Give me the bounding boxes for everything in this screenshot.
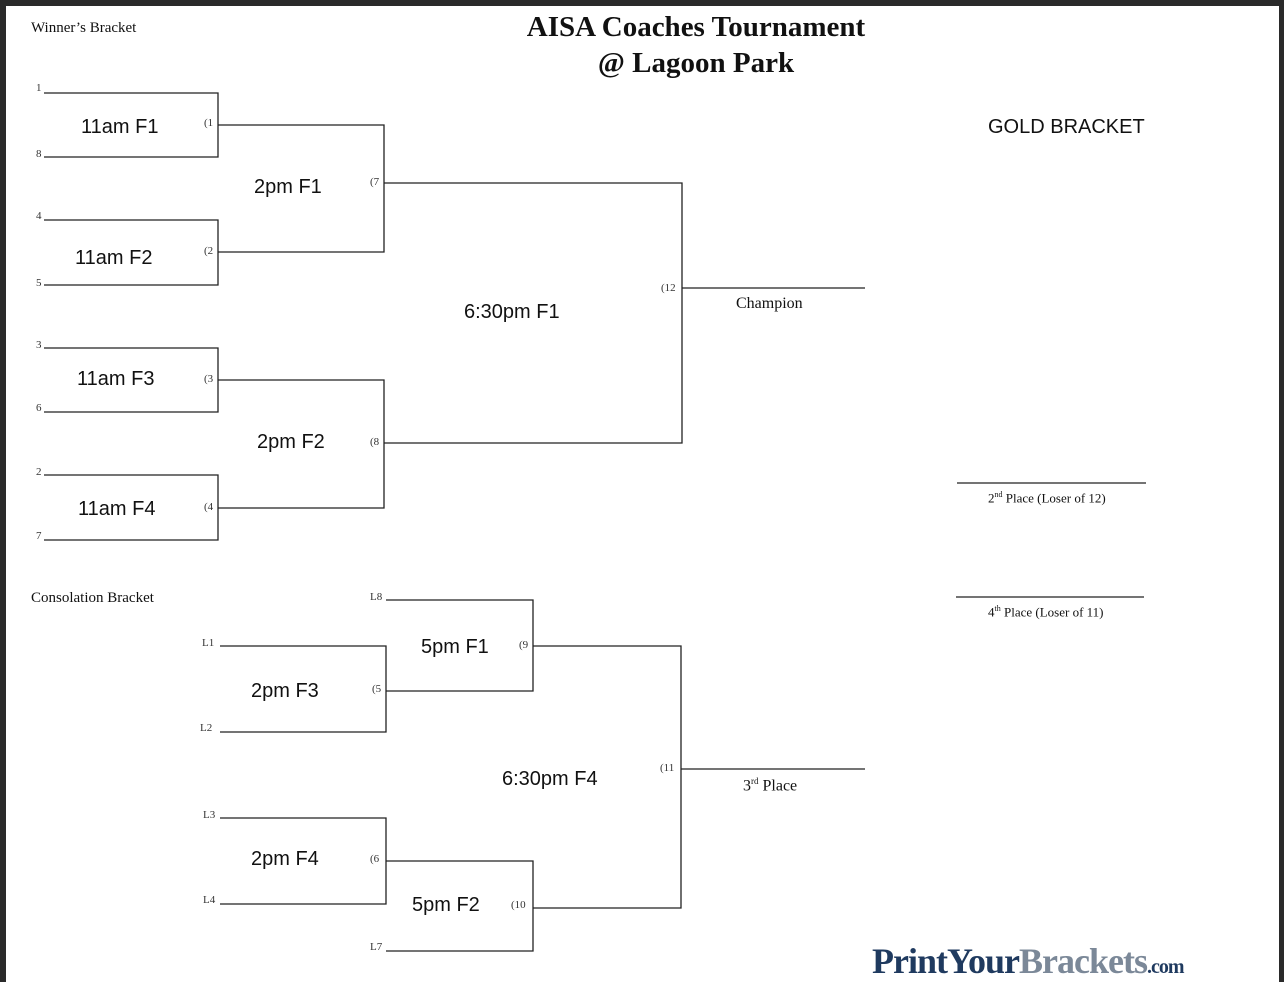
loser-label: L2 xyxy=(200,722,213,734)
loser-label: L7 xyxy=(370,941,383,953)
bracket-line xyxy=(218,124,385,253)
game-number: (2 xyxy=(204,245,214,257)
tournament-title: AISA Coaches Tournament xyxy=(526,11,866,43)
seed-label: 3 xyxy=(36,339,42,351)
bracket-line xyxy=(533,645,682,909)
gold-bracket-label: GOLD BRACKET xyxy=(988,116,1145,138)
loser-label: L1 xyxy=(202,637,215,649)
bracket-line xyxy=(386,860,534,952)
game-number: (1 xyxy=(204,117,214,129)
game-label: 11am F3 xyxy=(77,368,155,390)
window-frame-right xyxy=(1279,0,1284,982)
printyourbrackets-logo: PrintYourBrackets.com xyxy=(872,941,1185,981)
game-number: (7 xyxy=(370,176,380,188)
game-number: (5 xyxy=(372,683,382,695)
game-label: 2pm F2 xyxy=(257,431,325,453)
fourth-place-label: 4th Place (Loser of 11) xyxy=(988,604,1104,620)
game-number: (10 xyxy=(511,899,526,911)
loser-label: L4 xyxy=(203,894,216,906)
game-label: 11am F1 xyxy=(81,116,159,138)
seed-label: 6 xyxy=(36,402,42,414)
loser-label: L8 xyxy=(370,591,383,603)
game-label: 11am F4 xyxy=(78,498,156,520)
game-label: 11am F2 xyxy=(75,247,153,269)
game-number: (8 xyxy=(370,436,380,448)
seed-label: 2 xyxy=(36,466,42,478)
game-label: 6:30pm F4 xyxy=(502,768,598,790)
window-frame-top xyxy=(0,0,1284,6)
game-label: 5pm F2 xyxy=(412,894,480,916)
game-number: (9 xyxy=(519,639,529,651)
loser-label: L3 xyxy=(203,809,216,821)
game-number: (11 xyxy=(660,762,675,774)
seed-label: 8 xyxy=(36,148,42,160)
bracket-line xyxy=(220,645,387,733)
bracket-line xyxy=(384,182,683,444)
consolation-bracket-label: Consolation Bracket xyxy=(31,590,154,606)
seed-label: 5 xyxy=(36,277,42,289)
champion-label: Champion xyxy=(736,295,803,312)
game-label: 2pm F1 xyxy=(254,176,322,198)
bracket-line xyxy=(218,379,385,509)
game-label: 5pm F1 xyxy=(421,636,489,658)
third-place-label: 3rd Place xyxy=(743,776,798,795)
game-number: (4 xyxy=(204,501,214,513)
seed-label: 4 xyxy=(36,210,42,222)
game-label: 6:30pm F1 xyxy=(464,301,560,323)
game-label: 2pm F3 xyxy=(251,680,319,702)
game-label: 2pm F4 xyxy=(251,848,319,870)
seed-label: 7 xyxy=(36,530,42,542)
seed-label: 1 xyxy=(36,82,42,94)
second-place-label: 2nd Place (Loser of 12) xyxy=(988,490,1106,506)
game-number: (3 xyxy=(204,373,214,385)
game-number: (12 xyxy=(661,282,676,294)
winners-bracket-label: Winner’s Bracket xyxy=(31,20,137,36)
window-frame-left xyxy=(0,0,6,982)
tournament-subtitle: @ Lagoon Park xyxy=(597,47,795,79)
game-number: (6 xyxy=(370,853,380,865)
